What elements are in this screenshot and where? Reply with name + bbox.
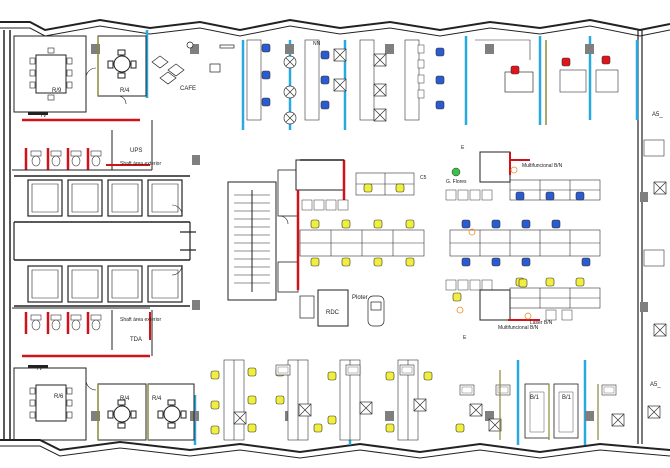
central-workstations — [299, 151, 601, 321]
label-a5-bottom: A5_ — [650, 382, 661, 388]
bottom-workstations — [210, 359, 661, 441]
label-tv-bottom: TV — [36, 366, 43, 372]
room-r9-top — [13, 35, 87, 113]
elevators-top — [14, 175, 190, 223]
label-g-flores: G. Flores — [446, 179, 467, 185]
label-laser-bn: Laser B/N — [530, 320, 553, 326]
door-swing-icon — [85, 67, 289, 391]
facade-right — [637, 30, 643, 444]
stair-core — [227, 169, 299, 301]
room-r4-bottom-b — [147, 383, 195, 441]
label-e-top: E — [461, 145, 465, 151]
olive-wall-bottom — [97, 384, 149, 440]
label-nn: NN — [313, 41, 321, 47]
facade-left — [3, 30, 11, 440]
label-multifuncional-top: Multifuncional B/N — [522, 163, 563, 169]
label-ploter: Ploter — [352, 295, 368, 301]
tv-top — [28, 112, 48, 115]
label-r4-bottom-b: R/4 — [152, 396, 162, 402]
label-rdc: RDC — [326, 310, 339, 316]
right-lounge — [643, 139, 667, 337]
facade-top — [0, 18, 670, 37]
room-r6-bottom — [13, 367, 87, 441]
label-a5-top: A5_ — [652, 112, 663, 118]
label-rs-bottom: R/6 — [54, 394, 64, 400]
core-wall — [13, 222, 196, 260]
label-shaft-top: Shaft área exterior — [120, 161, 162, 167]
label-cafe: CAFE — [180, 86, 197, 92]
restroom-bottom — [12, 307, 153, 358]
label-tv-top: TV — [40, 113, 47, 119]
facade-bottom — [0, 439, 670, 459]
label-b1-a: B/1 — [530, 395, 540, 401]
elevators-bottom — [14, 259, 190, 307]
car-icon — [367, 295, 385, 327]
restroom-top — [12, 118, 153, 171]
top-workstations — [246, 39, 619, 125]
room-r4-bottom-a — [97, 383, 147, 441]
label-tda: TDA — [130, 337, 142, 343]
label-c5: C5 — [420, 175, 427, 181]
tv-bottom — [28, 365, 48, 368]
label-rs-top: R/9 — [52, 88, 62, 94]
cafe-area — [151, 41, 235, 85]
label-shaft-bottom: Shaft área exterior — [120, 317, 162, 323]
label-multifuncional-bottom: Multifuncional B/N — [498, 325, 539, 331]
room-r4-top — [97, 35, 147, 97]
label-e-bottom: E — [463, 335, 467, 341]
label-r4-bottom-a: R/4 — [120, 396, 130, 402]
label-ups: UPS — [130, 148, 143, 154]
rdc-room — [295, 159, 349, 327]
label-r4-top: R/4 — [120, 88, 130, 94]
label-b1-b: B/1 — [562, 395, 572, 401]
